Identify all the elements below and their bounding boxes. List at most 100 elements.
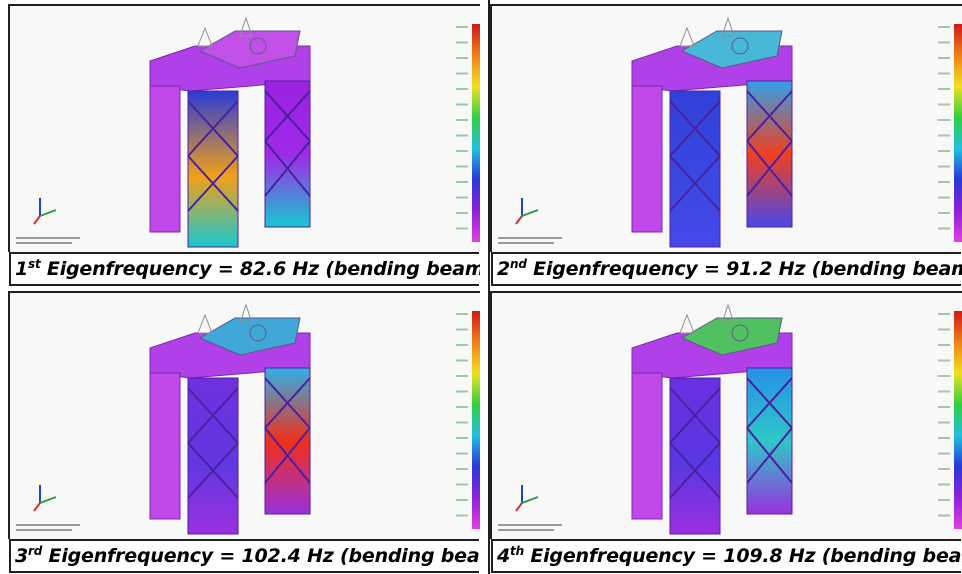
right-frame [264,367,311,515]
caption-suffix: th [510,544,524,558]
color-scale-tick [938,57,950,59]
caption-ordinal: 1 [15,258,29,280]
color-scale-tick [456,150,468,152]
mount-hole [731,324,749,342]
color-scale-bar [472,24,480,242]
color-scale-tick [938,452,950,455]
right-frame [746,80,793,228]
color-scale-tick [456,483,468,486]
axis-x [39,209,57,217]
color-scale-tick [456,375,468,377]
lifting-lug [721,16,735,37]
caption-text: Eigenfrequency = 82.6 Hz (bending beams) [40,258,480,280]
color-scale-tick [456,359,468,362]
fem-viewport [490,4,962,252]
color-scale-tick [456,328,468,331]
left-bracing [669,100,721,212]
color-scale-tick [456,196,468,199]
fem-viewport [8,4,480,252]
color-scale-tick [938,468,950,470]
color-scale-tick [456,165,468,168]
right-bracing [746,90,793,197]
color-scale-tick [938,72,950,75]
color-scale-tick [456,468,468,470]
color-scale-tick [938,26,950,28]
fem-viewport [490,291,962,539]
color-scale-tick [938,150,950,152]
lifting-lug [679,313,695,334]
color-scale-tick [456,390,468,393]
mode-panel-4: 4th Eigenfrequency = 109.8 Hz (bending b… [482,287,962,574]
axis-x [521,496,539,504]
lifting-lug [679,26,695,47]
left-bracing [187,100,239,212]
color-scale-bar [472,311,480,529]
footer-info-line [16,237,80,239]
caption-suffix: st [28,257,41,271]
lifting-lug [197,26,213,47]
caption-text: Eigenfrequency = 109.8 Hz (bending beams… [523,545,962,567]
footer-info-line [498,524,562,526]
color-scale-tick [938,181,950,183]
color-scale-tick [456,41,468,44]
right-bracing [746,377,793,484]
color-scale-tick [456,421,468,424]
left-bracing [669,387,721,499]
color-scale-tick [456,72,468,75]
color-scale-tick [938,41,950,44]
color-scale-tick [456,119,468,121]
caption-ordinal: 2 [497,258,511,280]
axis-y [515,502,523,512]
front-leg [631,372,663,520]
left-bracing [187,387,239,499]
top-plate [680,30,783,69]
caption-ordinal: 3 [15,545,29,567]
color-scale-tick [938,514,950,517]
color-scale-tick [456,134,468,137]
color-scale-tick [456,437,468,439]
color-scale-bar [954,311,962,529]
fem-model-svg [498,303,962,535]
color-scale-tick [938,406,950,408]
mount-hole [249,324,267,342]
color-scale-tick [938,119,950,121]
panel-divider [488,0,490,574]
footer-info-line [498,529,554,531]
color-scale-tick [456,26,468,28]
fem-model-svg [498,16,962,248]
mount-hole [731,37,749,55]
color-scale-tick [938,499,950,501]
color-scale-tick [456,181,468,183]
mode-panel-1: 1st Eigenfrequency = 82.6 Hz (bending be… [0,0,480,287]
color-scale-tick [938,390,950,393]
right-frame [746,367,793,515]
color-scale-tick [456,406,468,408]
color-scale-tick [456,227,468,230]
color-scale-tick [456,212,468,214]
front-leg [631,85,663,233]
footer-info-line [16,529,72,531]
mount-hole [249,37,267,55]
color-scale-tick [456,499,468,501]
mode-panel-2: 2nd Eigenfrequency = 91.2 Hz (bending be… [482,0,962,287]
color-scale-tick [938,483,950,486]
color-scale-tick [938,313,950,315]
color-scale-tick [938,359,950,362]
lifting-lug [197,313,213,334]
fem-viewport [8,291,480,539]
mode-panel-3: 3rd Eigenfrequency = 102.4 Hz (bending b… [0,287,480,574]
color-scale-tick [938,328,950,331]
mode-caption: 3rd Eigenfrequency = 102.4 Hz (bending b… [9,539,480,573]
top-plate [198,317,301,356]
caption-text: Eigenfrequency = 102.4 Hz (bending beams… [42,545,480,567]
color-scale-tick [456,103,468,106]
color-scale-tick [456,57,468,59]
caption-ordinal: 4 [497,545,511,567]
footer-info-line [498,242,554,244]
front-leg [149,372,181,520]
axis-x [521,209,539,217]
color-scale-tick [456,88,468,90]
color-scale-tick [938,134,950,137]
color-scale-tick [938,103,950,106]
